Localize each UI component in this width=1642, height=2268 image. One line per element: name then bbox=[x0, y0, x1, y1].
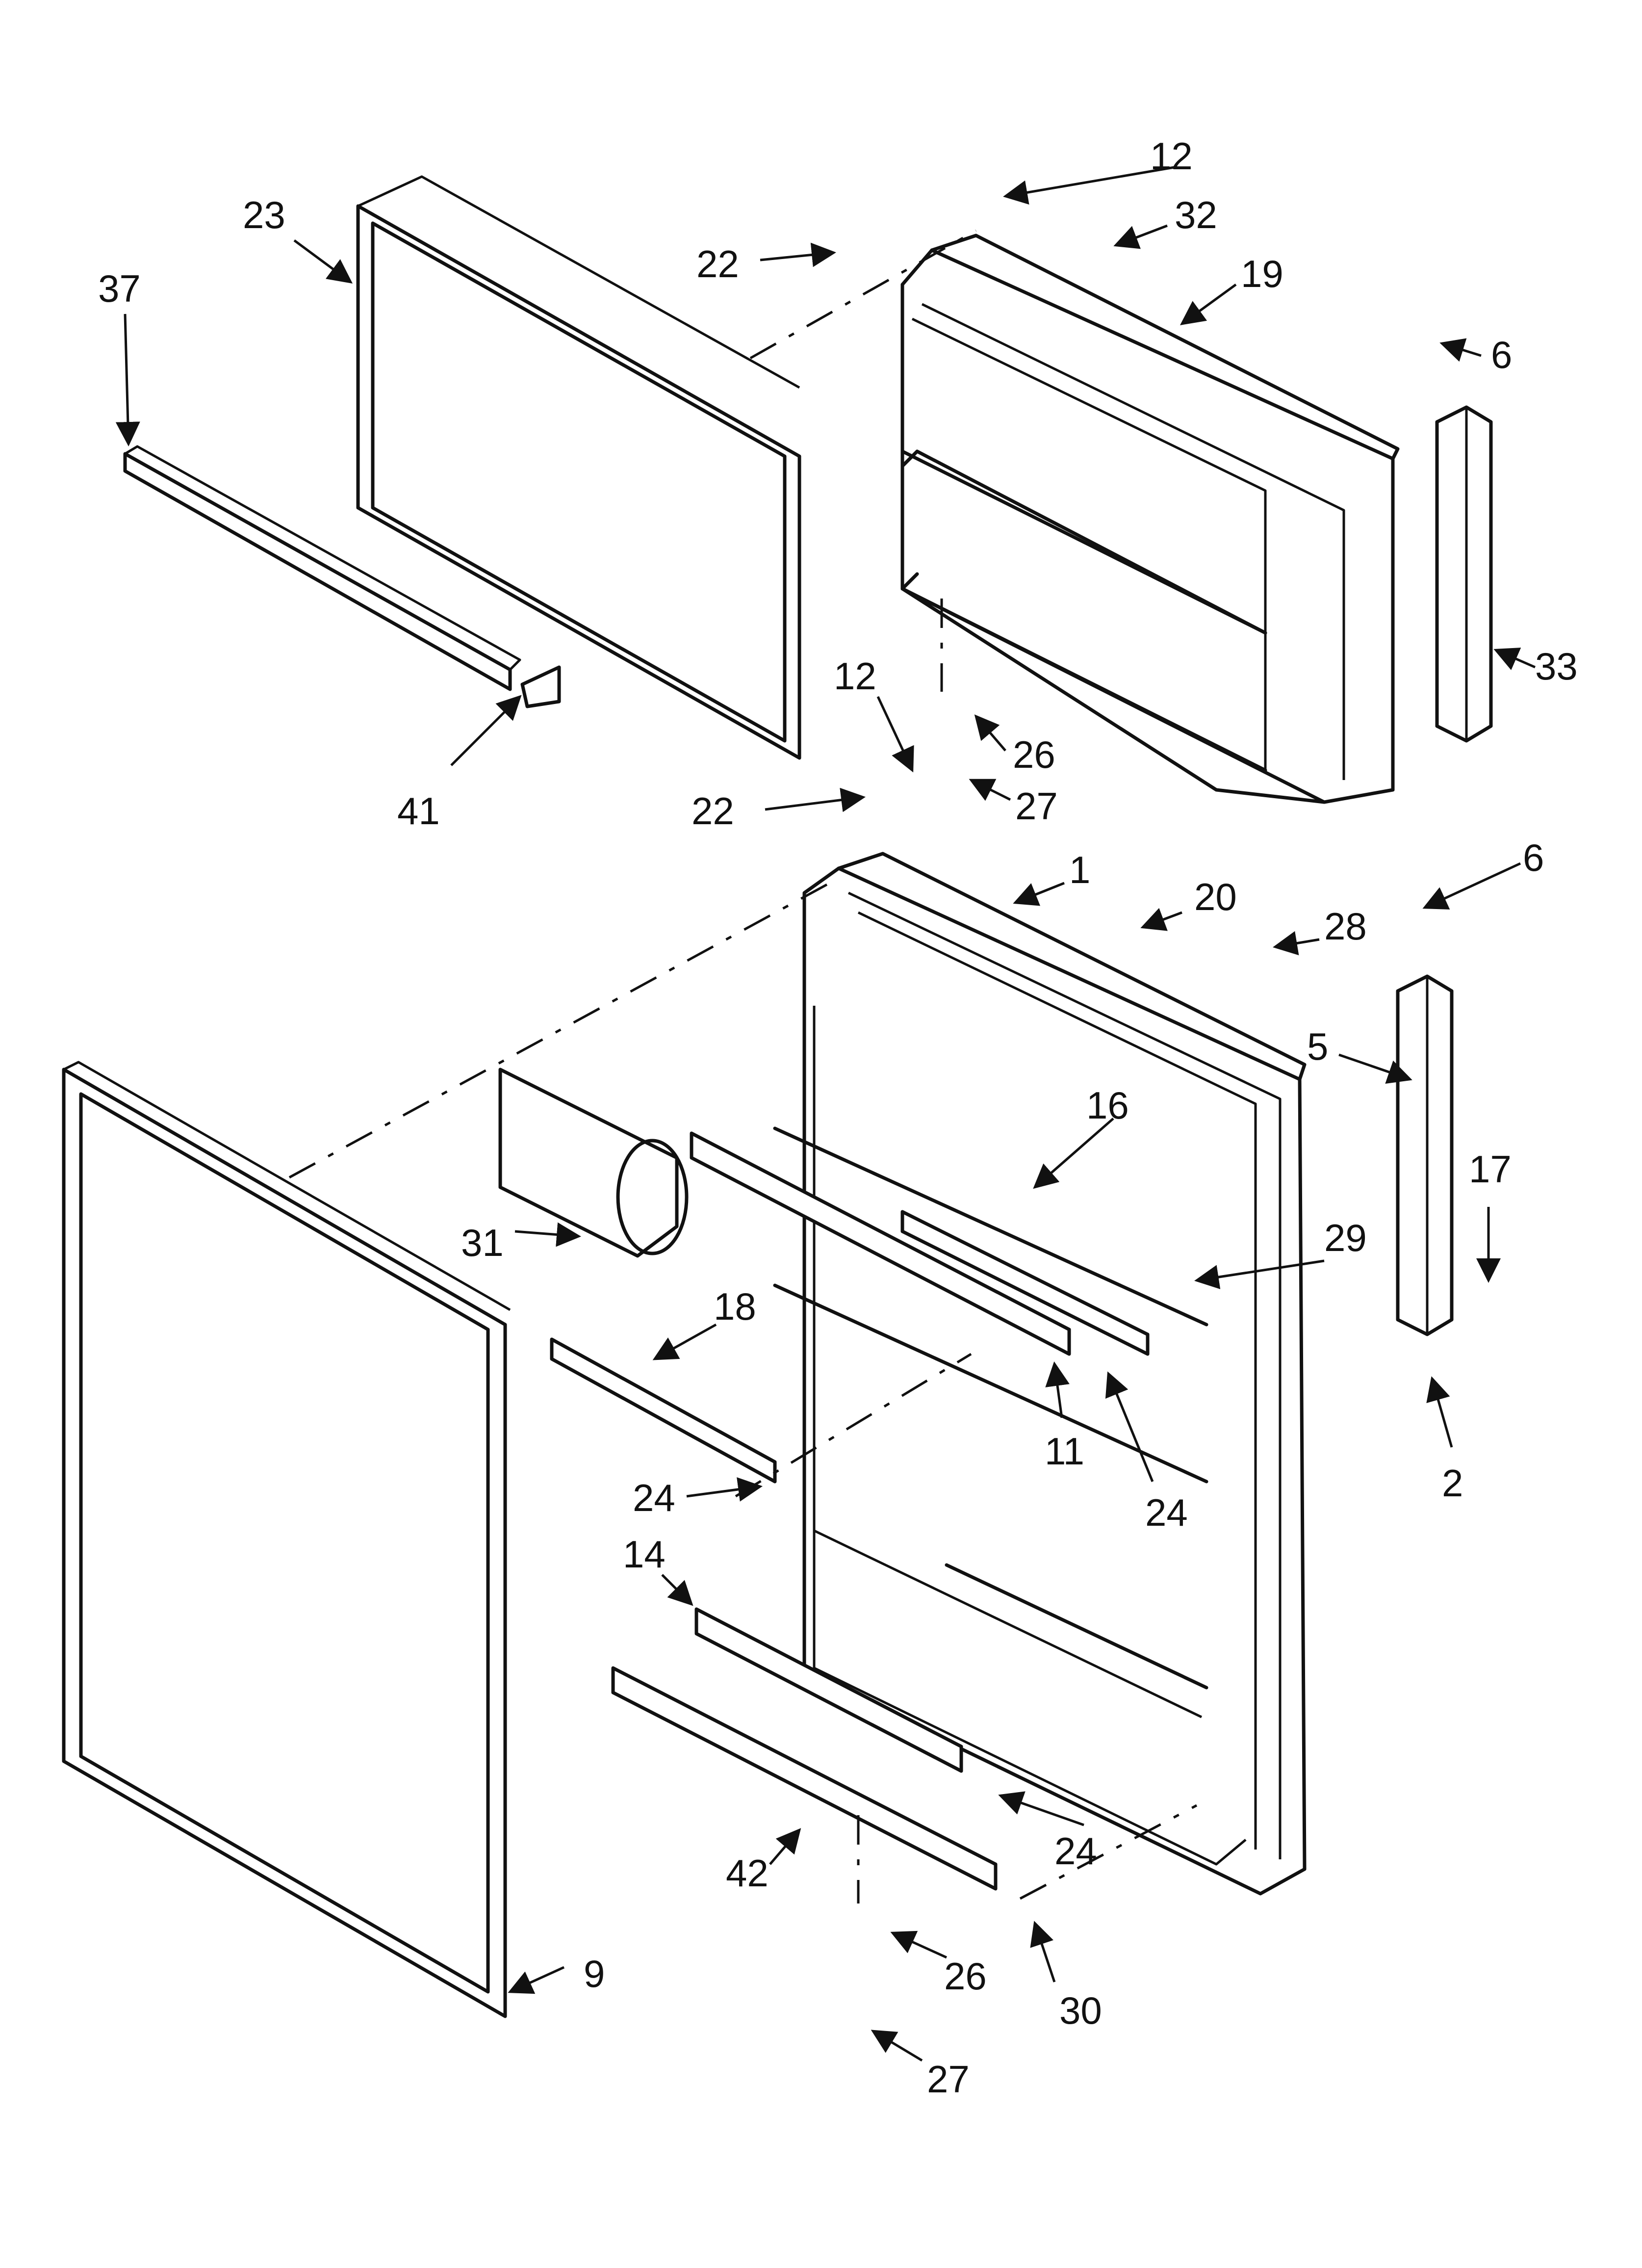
callout-42: 42 bbox=[726, 1851, 769, 1895]
freezer-trim-strip bbox=[123, 445, 521, 691]
callout-12: 12 bbox=[834, 654, 876, 698]
callout-2: 2 bbox=[1442, 1461, 1463, 1505]
callout-29: 29 bbox=[1324, 1216, 1367, 1259]
callout-19: 19 bbox=[1241, 252, 1283, 295]
callout-12: 12 bbox=[1150, 134, 1193, 178]
trim-clip bbox=[520, 665, 561, 708]
callout-16: 16 bbox=[1086, 1084, 1129, 1127]
callout-1: 1 bbox=[1069, 848, 1090, 891]
callout-labels: 12 23 37 22 32 19 6 33 41 12 26 22 27 6 … bbox=[98, 134, 1578, 2101]
freezer-door-gasket bbox=[356, 175, 801, 760]
callout-24: 24 bbox=[633, 1476, 675, 1519]
callout-24: 24 bbox=[1145, 1491, 1188, 1534]
leader-lines bbox=[115, 165, 1536, 2062]
callout-23: 23 bbox=[243, 193, 285, 236]
fresh-food-handle bbox=[1396, 974, 1454, 1336]
callout-14: 14 bbox=[623, 1533, 666, 1576]
callout-33: 33 bbox=[1535, 645, 1578, 688]
door-shelf-rail-11 bbox=[690, 1131, 1071, 1356]
callout-20: 20 bbox=[1194, 875, 1237, 918]
callout-31: 31 bbox=[461, 1221, 504, 1264]
callout-24: 24 bbox=[1054, 1829, 1097, 1873]
callout-6: 6 bbox=[1523, 836, 1544, 879]
callout-32: 32 bbox=[1175, 193, 1217, 236]
door-shelf-rail-18 bbox=[550, 1337, 777, 1484]
freezer-handle bbox=[1435, 405, 1493, 743]
callout-27: 27 bbox=[927, 2058, 970, 2101]
assembly-lines bbox=[288, 229, 1198, 1903]
callout-6: 6 bbox=[1491, 333, 1512, 376]
fresh-food-door-gasket bbox=[62, 1061, 511, 2018]
callout-26: 26 bbox=[1013, 733, 1055, 776]
callout-9: 9 bbox=[584, 1952, 605, 1995]
callout-18: 18 bbox=[714, 1285, 756, 1328]
callout-41: 41 bbox=[397, 789, 440, 833]
door-shelf-rail-14 bbox=[694, 1607, 963, 1773]
callout-30: 30 bbox=[1059, 1989, 1102, 2032]
callout-26: 26 bbox=[944, 1955, 987, 1998]
fresh-food-door bbox=[773, 852, 1307, 1896]
freezer-door bbox=[900, 234, 1400, 804]
callout-37: 37 bbox=[98, 267, 141, 310]
callout-22: 22 bbox=[696, 242, 739, 286]
door-shelf-rail-42 bbox=[611, 1666, 998, 1891]
callout-27: 27 bbox=[1015, 784, 1058, 828]
door-shelf-rail-16 bbox=[900, 1210, 1150, 1356]
dairy-compartment-cover bbox=[498, 1068, 689, 1258]
callout-5: 5 bbox=[1307, 1025, 1328, 1068]
callout-11: 11 bbox=[1045, 1430, 1084, 1473]
callout-17: 17 bbox=[1469, 1147, 1512, 1191]
callout-22: 22 bbox=[692, 789, 734, 833]
callout-28: 28 bbox=[1324, 905, 1367, 948]
